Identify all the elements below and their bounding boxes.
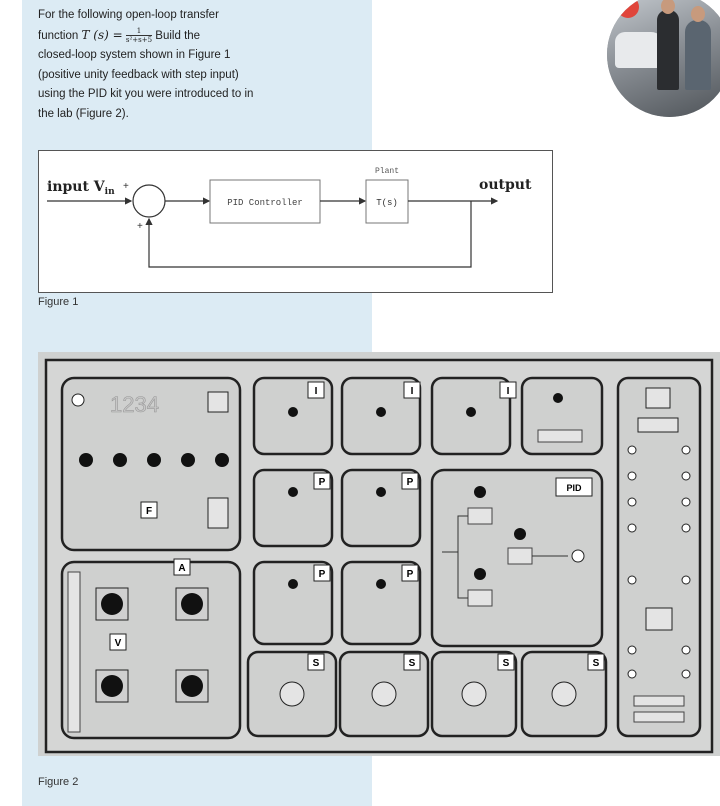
question-line-4: (positive unity feedback with step input… bbox=[38, 68, 239, 81]
scope-icon bbox=[207, 391, 229, 413]
meter-3-dial[interactable] bbox=[101, 675, 123, 697]
pid-controller-label: PID Controller bbox=[227, 198, 303, 208]
input-label: input Vin bbox=[47, 179, 115, 197]
plus-sign-top: + bbox=[123, 181, 129, 192]
seven-segment-display: 1234 bbox=[110, 392, 159, 417]
tag-S-4: S bbox=[593, 658, 600, 669]
question-line-3: closed-loop system shown in Figure 1 bbox=[38, 49, 231, 61]
tag-PID: PID bbox=[566, 483, 582, 493]
summing-junction bbox=[132, 184, 166, 218]
tag-A-box bbox=[173, 558, 191, 576]
tag-S-2: S bbox=[409, 658, 416, 669]
pid-controller-block bbox=[209, 179, 321, 224]
car-image bbox=[615, 32, 665, 68]
tag-I-1: I bbox=[315, 386, 318, 397]
tag-S-3: S bbox=[503, 658, 510, 669]
summer-module-4: S bbox=[520, 650, 608, 738]
integrator-module-2: I bbox=[340, 376, 422, 456]
knob-3[interactable] bbox=[147, 453, 161, 467]
knob-2[interactable] bbox=[113, 453, 127, 467]
fraction-denominator: s²+s+5 bbox=[125, 35, 153, 44]
question-line-1: For the following open-loop transfer bbox=[38, 9, 219, 21]
knob-4[interactable] bbox=[181, 453, 195, 467]
logic-module bbox=[520, 376, 604, 456]
tag-F: F bbox=[146, 506, 152, 517]
person-figure bbox=[685, 20, 711, 90]
output-label: output bbox=[479, 177, 532, 193]
figure-1-block-diagram: input Vin + + PID Controller Plant T(s) … bbox=[38, 150, 553, 293]
meter-4-dial[interactable] bbox=[181, 675, 203, 697]
notification-badge-icon bbox=[617, 0, 639, 18]
pid-kit-panel: 1234 F A V I I I bbox=[44, 358, 714, 754]
question-line-5: using the PID kit you were introduced to… bbox=[38, 88, 254, 100]
tag-S-1: S bbox=[313, 658, 320, 669]
amplifier-module bbox=[60, 560, 242, 740]
profile-photo-avatar[interactable] bbox=[607, 0, 720, 117]
tag-I-2: I bbox=[411, 386, 414, 397]
pid-module: PID bbox=[430, 468, 604, 648]
feedback-path bbox=[145, 201, 472, 268]
tag-A: A bbox=[178, 563, 185, 574]
meter-2-dial[interactable] bbox=[181, 593, 203, 615]
power-led-icon bbox=[71, 393, 85, 407]
knob-1[interactable] bbox=[79, 453, 93, 467]
io-module bbox=[616, 376, 702, 738]
tag-V: V bbox=[115, 638, 122, 649]
plant-title: Plant bbox=[375, 167, 399, 176]
person-figure bbox=[657, 10, 679, 90]
proportional-module-4: P bbox=[340, 560, 422, 646]
tag-P-4: P bbox=[407, 569, 414, 580]
plus-sign-bottom: + bbox=[137, 221, 143, 232]
summer-module-3: S bbox=[430, 650, 518, 738]
proportional-module-1: P bbox=[252, 468, 334, 548]
plant-label: T(s) bbox=[376, 198, 398, 208]
meter-1-dial[interactable] bbox=[101, 593, 123, 615]
figure-2-caption: Figure 2 bbox=[38, 776, 79, 788]
figure-1-caption: Figure 1 bbox=[38, 296, 79, 308]
summer-module-1: S bbox=[246, 650, 338, 738]
transfer-fraction: 1 s²+s+5 bbox=[125, 27, 153, 44]
summer-module-2: S bbox=[338, 650, 430, 738]
tag-F-box bbox=[140, 501, 158, 519]
function-symbol: T (s) = bbox=[81, 27, 123, 42]
proportional-module-3: P bbox=[252, 560, 334, 646]
question-line-2: function T (s) = 1 s²+s+5 Build the bbox=[38, 26, 201, 44]
tag-P-3: P bbox=[319, 569, 326, 580]
block-diagram-svg: input Vin + + PID Controller Plant T(s) … bbox=[47, 167, 532, 268]
tag-V-box bbox=[109, 633, 127, 651]
probe-icon bbox=[207, 497, 229, 529]
proportional-module-2: P bbox=[340, 468, 422, 548]
tag-P-2: P bbox=[407, 477, 414, 488]
fraction-numerator: 1 bbox=[125, 27, 153, 36]
knob-5[interactable] bbox=[215, 453, 229, 467]
question-text: For the following open-loop transfer fun… bbox=[38, 6, 338, 124]
question-line-6: the lab (Figure 2). bbox=[38, 107, 129, 120]
tag-I-3: I bbox=[507, 386, 510, 397]
integrator-module-1: I bbox=[252, 376, 334, 456]
integrator-module-3: I bbox=[430, 376, 517, 456]
terminal-strip bbox=[67, 571, 81, 733]
tag-P-1: P bbox=[319, 477, 326, 488]
